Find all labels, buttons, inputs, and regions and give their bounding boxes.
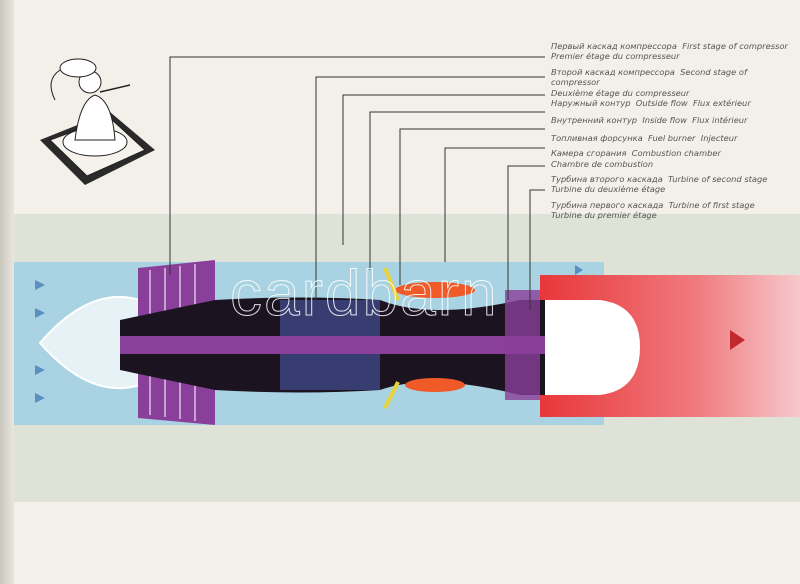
leader-lines [169,56,545,310]
shaft [120,336,550,354]
label-turbine-first-stage: Турбина первого каскада Turbine of first… [551,199,755,221]
fuel-burner-lower [383,381,400,409]
exhaust-cone [545,300,640,395]
label-second-stage-compressor: Второй каскад компрессора Second stage o… [551,66,747,98]
exhaust-arrow [730,330,745,350]
genie-illustration [40,58,155,185]
combustion-flame [395,282,475,298]
label-inside-flow: Внутренний контур Inside flow Flux intér… [551,115,748,126]
combustion-flame-lower [405,378,465,392]
fuel-burner [383,267,400,301]
label-fuel-burner: Топливная форсунка Fuel burner Injecteur [551,132,738,143]
label-outside-flow: Наружный контур Outside flow Flux extéri… [551,98,751,109]
label-turbine-second-stage: Турбина второго каскада Turbine of secon… [551,174,768,195]
legend-labels: Первый каскад компрессора First stage of… [551,41,796,221]
watermark: cardbarn [230,257,499,330]
page-binding [0,0,14,584]
flow-arrows [35,265,583,403]
turbine [505,290,540,400]
label-first-stage-compressor: Первый каскад компрессора First stage of… [551,41,788,62]
